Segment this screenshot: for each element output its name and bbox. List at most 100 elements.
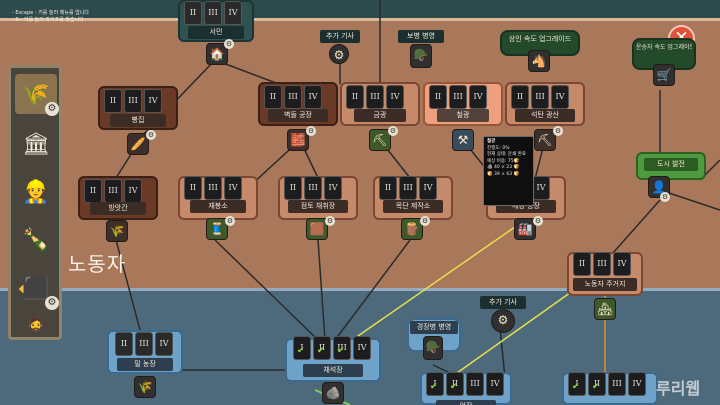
- check-icon: ✔: [592, 382, 600, 392]
- tier-slot[interactable]: IV: [532, 176, 550, 200]
- sidebar-item-workers[interactable]: 👷: [15, 172, 57, 212]
- unlock-label: 보병 병영: [398, 30, 444, 43]
- link-line: [499, 327, 506, 379]
- tier-slot[interactable]: III: [366, 85, 384, 109]
- tier-slot[interactable]: IV: [551, 85, 569, 109]
- sidebar-item-resources[interactable]: ⬛ ⚙: [15, 268, 59, 310]
- tier-slot[interactable]: III: [304, 176, 322, 200]
- tier-slot[interactable]: II✔: [588, 372, 606, 396]
- tier-slot[interactable]: IV: [224, 176, 242, 200]
- tier-slot[interactable]: I✔: [293, 336, 311, 360]
- tier-slots: II III IV: [379, 176, 437, 200]
- node-label: 도시 발전: [644, 158, 698, 171]
- tier-slot[interactable]: II: [346, 85, 364, 109]
- tier-slot[interactable]: IV: [124, 179, 142, 203]
- tech-node-worker-housing[interactable]: II III IV 노동자 주거지 🏘: [567, 252, 643, 322]
- gear-icon: ⚙: [553, 126, 563, 136]
- tier-slots: II III IV: [284, 176, 342, 200]
- coal-ore-icon: ⛏: [534, 129, 556, 151]
- tier-slot[interactable]: IV: [486, 372, 504, 396]
- check-icon: ✔: [430, 382, 438, 392]
- tier-slot[interactable]: IV: [613, 252, 631, 276]
- tier-slot[interactable]: II: [84, 179, 102, 203]
- node-label: 금광: [354, 109, 406, 122]
- tier-slot[interactable]: II: [184, 176, 202, 200]
- tier-slot[interactable]: II: [429, 85, 447, 109]
- sidebar-item-buildings[interactable]: 🏛: [15, 124, 57, 164]
- tooltip-line: 🍞 39 × 63 🍞: [487, 171, 520, 177]
- tier-slot[interactable]: IV: [155, 332, 173, 356]
- tech-node-sewing[interactable]: II III IV 재봉소 🧵 ⚙: [178, 176, 258, 246]
- unlock-infantry-barracks[interactable]: 보병 병영 🪖: [398, 30, 444, 70]
- tier-slot[interactable]: III: [531, 85, 549, 109]
- tier-slot[interactable]: II: [104, 89, 122, 113]
- tier-slot[interactable]: II: [573, 252, 591, 276]
- pickaxe-icon: ⛏: [369, 129, 391, 151]
- tier-slot[interactable]: II✔: [313, 336, 331, 360]
- tier-label: II: [318, 343, 326, 352]
- tech-node-quarry[interactable]: I✔ II✔ III✔ IV 채석장 🪨: [285, 336, 381, 405]
- unlock-light-infantry[interactable]: 경장병 병영 🪖: [407, 318, 461, 366]
- gear-icon: ⚙: [306, 126, 316, 136]
- tier-slot[interactable]: III: [466, 372, 484, 396]
- tech-node-bottom-middle[interactable]: I✔ II✔ III IV 어장: [420, 372, 512, 405]
- tier-slot[interactable]: III: [399, 176, 417, 200]
- tier-slot[interactable]: IV: [386, 85, 404, 109]
- sidebar-item-farming[interactable]: 🌾 ⚙: [15, 74, 59, 116]
- tier-slot[interactable]: III: [204, 1, 222, 25]
- tier-slot[interactable]: IV: [628, 372, 646, 396]
- tier-slot[interactable]: III✔: [333, 336, 351, 360]
- tech-node-timber[interactable]: II III IV 목단 제작소 🪵 ⚙: [373, 176, 453, 246]
- tier-slot[interactable]: III: [135, 332, 153, 356]
- tech-node-fisher[interactable]: II III IV 서민 🏠 ⚙: [178, 0, 254, 70]
- tier-slot[interactable]: III: [284, 85, 302, 109]
- tech-node-wheat-farm[interactable]: II III IV 밀 농장 🌾: [107, 330, 183, 400]
- tier-slot[interactable]: I✔: [568, 372, 586, 396]
- house-icon: 🏘: [594, 298, 616, 320]
- tier-slot[interactable]: III: [608, 372, 626, 396]
- unlock-transport-speed[interactable]: 운송자 속도 업그레이드 🛒: [632, 38, 696, 90]
- tier-slots: II III IV: [346, 85, 404, 109]
- tier-slot[interactable]: III: [593, 252, 611, 276]
- tech-node-clay-pit[interactable]: II III IV 점토 채취장 🟫 ⚙: [278, 176, 358, 246]
- tech-node-brick-factory[interactable]: II III IV 벽돌 공장 🧱 ⚙: [258, 82, 338, 154]
- tier-slot[interactable]: IV: [144, 89, 162, 113]
- tech-node-mill[interactable]: II III IV 방앗간 🌾: [78, 176, 158, 246]
- sidebar-item-settlers[interactable]: 🧔: [15, 312, 57, 338]
- tier-slot[interactable]: IV: [353, 336, 371, 360]
- tier-slot[interactable]: III: [449, 85, 467, 109]
- gear-icon: ⚙: [388, 126, 398, 136]
- tech-node-coal-mine[interactable]: II III IV 석탄 광산 ⛏ ⚙: [505, 82, 585, 154]
- tier-slot[interactable]: IV: [224, 1, 242, 25]
- tier-slot[interactable]: II: [264, 85, 282, 109]
- tier-slot[interactable]: II: [184, 1, 202, 25]
- tier-slot[interactable]: II: [511, 85, 529, 109]
- tech-node-bottom-right[interactable]: I✔ II✔ III IV: [562, 372, 658, 405]
- tech-node-bakery[interactable]: II III IV 빵집 🥖 ⚙: [98, 86, 178, 158]
- tier-slot[interactable]: II: [115, 332, 133, 356]
- unlock-add-technician-2[interactable]: 추가 기사 ⚙: [480, 296, 526, 336]
- tech-node-city-development[interactable]: 도시 발전 👤 ⚙: [636, 152, 706, 204]
- tier-slot[interactable]: IV: [304, 85, 322, 109]
- tier-slot[interactable]: III: [204, 176, 222, 200]
- tier-slot[interactable]: II✔: [446, 372, 464, 396]
- tier-slot[interactable]: IV: [324, 176, 342, 200]
- tier-slot[interactable]: III: [124, 89, 142, 113]
- tier-slot[interactable]: II: [379, 176, 397, 200]
- tier-slot[interactable]: IV: [469, 85, 487, 109]
- link-line: [604, 199, 661, 263]
- tier-slot[interactable]: IV: [419, 176, 437, 200]
- check-icon: ✔: [572, 382, 580, 392]
- timber-icon: 🪵: [401, 218, 423, 240]
- gear-icon: ⚙: [225, 216, 235, 226]
- node-label: 밀 농장: [117, 358, 173, 371]
- sidebar-item-production[interactable]: 🍾: [15, 220, 57, 260]
- tech-node-iron-mine[interactable]: II III IV 철광 ⚒: [423, 82, 503, 154]
- tier-slot[interactable]: III: [104, 179, 122, 203]
- tier-slot[interactable]: II: [284, 176, 302, 200]
- unlock-add-technician[interactable]: 추가 기사 ⚙: [320, 30, 360, 66]
- tech-node-gold-mine[interactable]: II III IV 금광 ⛏ ⚙: [340, 82, 420, 154]
- tier-label: I: [433, 379, 437, 388]
- tier-slot[interactable]: I✔: [426, 372, 444, 396]
- unlock-merchant-speed[interactable]: 상인 속도 업그레이드 🐴: [500, 30, 580, 74]
